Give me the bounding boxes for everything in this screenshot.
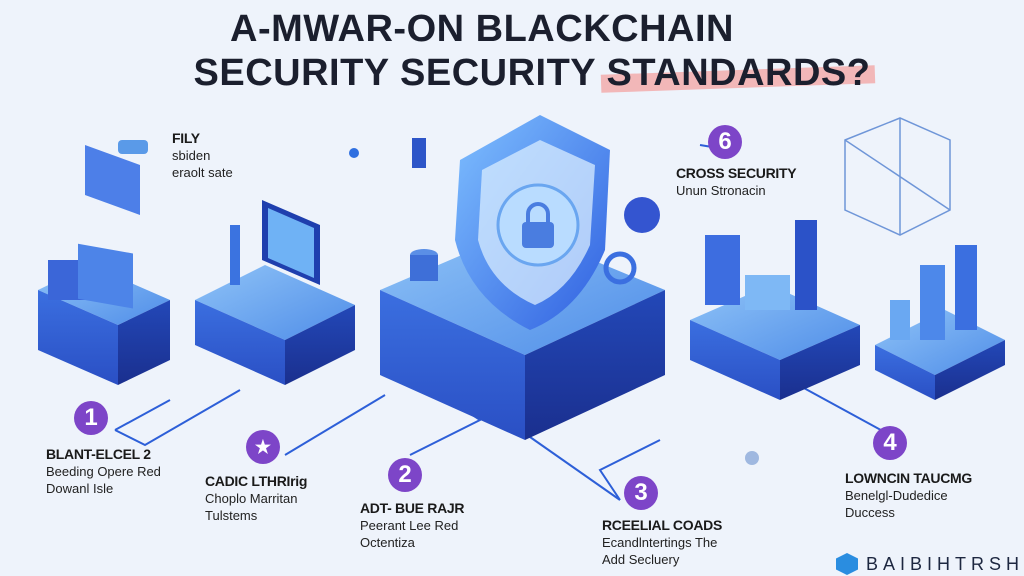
step-heading: BLANT-ELCEL 2 — [46, 446, 151, 462]
step-badge-1: 1 — [74, 401, 108, 435]
node-icon — [349, 148, 359, 158]
step-text: Add Secluery — [602, 552, 680, 567]
ring-icon — [603, 251, 637, 285]
step-badge-2: 2 — [388, 458, 422, 492]
step-text: Beeding Opere Red — [46, 464, 161, 479]
scaffold-structure — [844, 117, 951, 236]
step-text: Benelgl-Dudedice — [845, 488, 948, 503]
step-text: Octentiza — [360, 535, 415, 550]
note-text: eraolt sate — [172, 165, 233, 180]
brand-name: BAIBIHTRSH — [866, 553, 1024, 574]
step-text: Ecandlntertings The — [602, 535, 718, 550]
step-heading: RCEELIAL COADS — [602, 517, 722, 533]
step-heading: ADT- BUE RAJR — [360, 500, 465, 516]
gear-icon — [745, 451, 759, 465]
server-block — [38, 243, 170, 385]
step-badge-3: 3 — [624, 476, 658, 510]
brand-mark-icon — [836, 553, 858, 575]
chart-block — [875, 245, 1005, 400]
step-heading: LOWNCIN TAUCMG — [845, 470, 972, 486]
step-text: Dowanl Isle — [46, 481, 114, 496]
coin-icon — [624, 197, 660, 233]
step-text: Peerant Lee Red — [360, 518, 459, 533]
title-highlight: STANDARDS? — [606, 52, 871, 94]
step-6-label: CROSS SECURITY Unun Stronacin — [676, 165, 797, 199]
brand-logo: BAIBIHTRSH — [836, 553, 1024, 575]
title-line-1: A-MWAR-ON BLACKCHAIN — [230, 8, 734, 50]
shield-icon — [455, 115, 610, 330]
step-heading: CADIC LTHRIrig — [205, 473, 308, 489]
step-heading: CROSS SECURITY — [676, 165, 797, 181]
city-block — [690, 220, 860, 400]
step-badge-4: 4 — [873, 426, 907, 460]
title-line-2: SECURITY SECURITY STANDARDS? — [20, 52, 1024, 95]
step-badge-star: ★ — [246, 430, 280, 464]
step-text: Duccess — [845, 505, 895, 520]
note-heading: FILY — [172, 130, 200, 146]
step-text: Tulstems — [205, 508, 258, 523]
note-text: sbiden — [172, 148, 211, 163]
cube-stack-icon — [412, 138, 426, 168]
step-text: Unun Stronacin — [676, 183, 766, 198]
step-badge-6: 6 — [708, 125, 742, 159]
computer-block — [195, 200, 355, 385]
document-icon — [85, 145, 140, 215]
title-text: SECURITY SECURITY — [193, 52, 607, 94]
top-note: FILY sbiden eraolt sate — [172, 130, 233, 181]
step-text: Choplo Marritan — [205, 491, 298, 506]
